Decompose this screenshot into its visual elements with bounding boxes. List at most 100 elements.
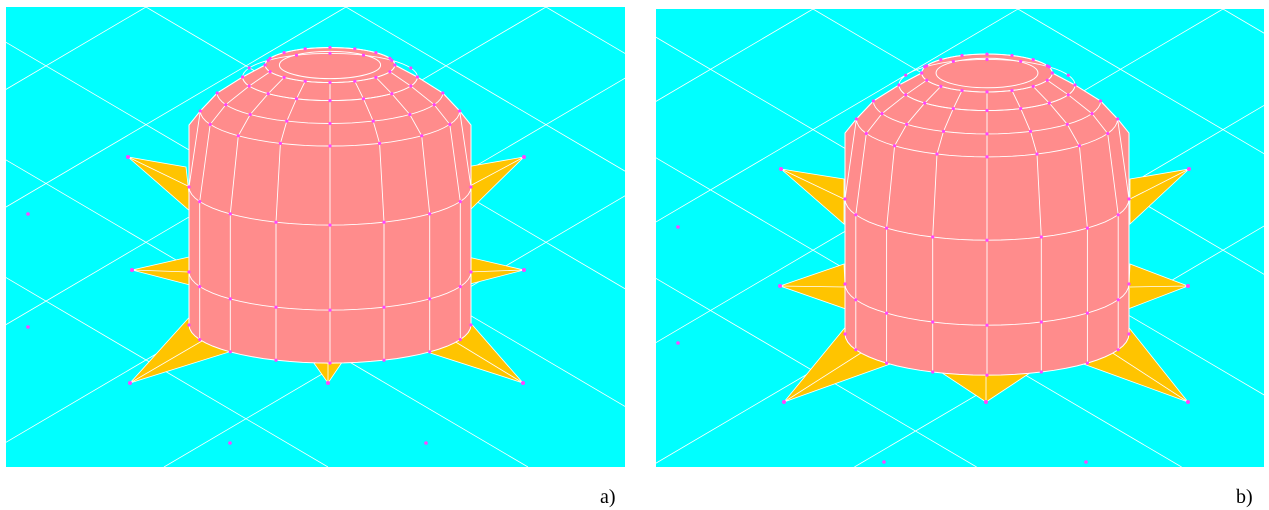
fin-edge — [467, 156, 525, 188]
top-opening — [935, 57, 1039, 89]
mesh-node — [187, 270, 191, 274]
mesh-node — [208, 122, 212, 126]
mesh-node — [985, 57, 989, 62]
mesh-node — [885, 226, 889, 230]
mesh-node — [328, 308, 332, 312]
mesh-node — [303, 79, 307, 83]
mesh-node — [303, 47, 307, 51]
mesh-node — [960, 88, 964, 93]
mesh-node — [1116, 117, 1120, 121]
grid-line — [6, 159, 529, 467]
mesh-node — [885, 311, 889, 315]
ground-node — [676, 341, 680, 345]
mesh-node — [274, 358, 278, 362]
mesh-node — [382, 220, 386, 224]
mesh-node — [939, 58, 943, 62]
mesh-node — [388, 56, 392, 60]
mesh-node — [985, 373, 989, 377]
mesh-node — [985, 52, 989, 56]
ground-node — [882, 460, 886, 464]
mesh-node — [960, 53, 964, 58]
mesh-node — [228, 212, 232, 216]
mesh-node — [247, 66, 251, 70]
grid-line — [6, 7, 347, 208]
fin — [126, 156, 192, 213]
mesh-node — [382, 305, 386, 309]
mesh-node — [1065, 122, 1069, 126]
mesh-node — [328, 99, 332, 103]
mesh-node — [1019, 59, 1023, 64]
fin-edge — [780, 168, 845, 200]
ground-node — [26, 212, 30, 216]
mesh-node — [408, 112, 412, 117]
mesh-svg-a — [6, 7, 625, 467]
mesh-node — [353, 47, 357, 51]
mesh-node — [371, 119, 375, 123]
fin-edge — [779, 285, 846, 288]
ground-node — [676, 225, 680, 229]
mesh-node — [266, 58, 270, 62]
fin-tip-node — [1186, 400, 1190, 404]
mesh-node — [1039, 235, 1043, 239]
mesh-node — [923, 65, 927, 69]
mesh-node — [248, 112, 252, 117]
mesh-node — [469, 323, 473, 327]
mesh-node — [441, 91, 445, 95]
mesh-node — [920, 71, 924, 75]
fin-tip-node — [128, 381, 132, 385]
mesh-node — [939, 84, 943, 88]
mesh-node — [985, 323, 989, 327]
base-fins — [126, 156, 526, 384]
mesh-nodes — [676, 52, 1191, 464]
grid-line — [163, 195, 625, 467]
mesh-node — [897, 83, 901, 87]
mesh-node — [420, 134, 424, 138]
mesh-node — [1116, 213, 1120, 217]
mesh-node — [428, 350, 432, 354]
mesh-node — [294, 97, 299, 101]
mesh-node — [880, 112, 884, 116]
mesh-node — [931, 370, 935, 374]
mesh-node — [905, 122, 909, 126]
mesh-node — [1045, 78, 1049, 82]
mesh-node — [469, 270, 473, 274]
mesh-node — [931, 235, 935, 239]
mesh-node — [925, 78, 929, 82]
mesh-node — [1047, 101, 1051, 105]
mesh-render-b — [656, 9, 1264, 467]
mesh-node — [215, 91, 219, 95]
panel-a-label: a) — [600, 486, 616, 508]
fin — [465, 156, 526, 213]
mesh-node — [390, 58, 394, 62]
fin-tip-node — [1186, 284, 1190, 288]
fin-tip-node — [779, 167, 783, 171]
mesh-node — [428, 212, 432, 216]
mesh-node — [931, 320, 935, 324]
mesh-render-a — [6, 7, 625, 467]
mesh-node — [458, 285, 462, 289]
mesh-node — [328, 121, 332, 126]
mesh-node — [904, 93, 908, 97]
fin-tip-node — [1187, 167, 1191, 171]
mesh-node — [1010, 53, 1014, 58]
mesh-node — [263, 63, 267, 67]
mesh-node — [843, 197, 847, 201]
mesh-node — [328, 45, 332, 50]
mesh-node — [1045, 64, 1049, 68]
mesh-node — [361, 53, 366, 57]
fin-tip-node — [778, 284, 782, 288]
mesh-node — [923, 101, 927, 105]
mesh-node — [294, 53, 299, 57]
mesh-node — [409, 84, 413, 88]
fin-edge — [1129, 168, 1190, 200]
mesh-node — [187, 323, 191, 327]
mesh-node — [1127, 282, 1131, 286]
mesh-node — [247, 84, 251, 88]
grid-line — [656, 9, 1019, 223]
mesh-node — [1028, 129, 1033, 133]
mesh-node — [843, 282, 847, 286]
mesh-node — [224, 103, 228, 107]
mesh-node — [893, 144, 897, 148]
mesh-node — [268, 70, 272, 74]
mesh-node — [843, 332, 847, 336]
